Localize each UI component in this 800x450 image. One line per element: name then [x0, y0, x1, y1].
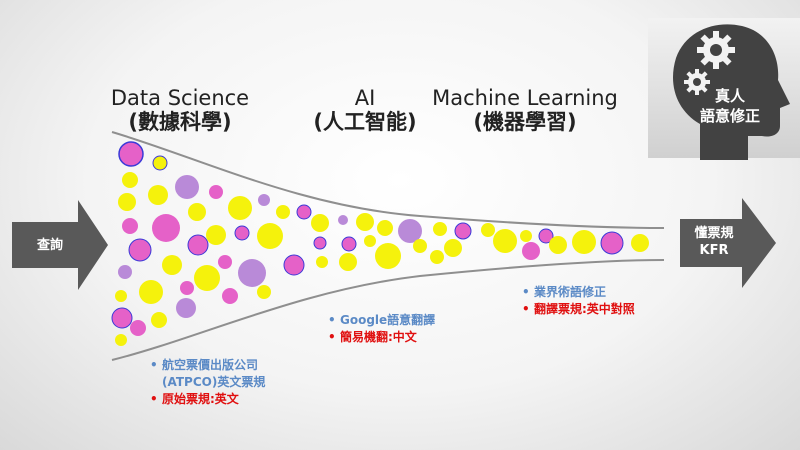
human-line2: 語意修正 [699, 107, 760, 125]
output-arrow-label: 懂票規 KFR [684, 225, 744, 259]
note-middle: •Google語意翻譯 •簡易機翻:中文 [328, 313, 436, 344]
note-right: •業界術語修正 •翻譯票規:英中對照 [522, 285, 635, 316]
note-left: •航空票價出版公司 (ATPCO)英文票規 •原始票規:英文 [150, 358, 266, 406]
stage-zh-label: (機器學習) [473, 110, 577, 134]
note-left-blue-1: 航空票價出版公司 [162, 358, 259, 372]
note-left-red: 原始票規:英文 [162, 392, 239, 406]
stage-title-data-science: Data Science (數據科學) [105, 86, 255, 134]
stage-title-ai: AI (人工智能) [295, 86, 435, 134]
note-left-blue-2: (ATPCO)英文票規 [162, 375, 266, 389]
output-arrow [680, 198, 776, 288]
head-gears-icon [673, 24, 790, 160]
output-line2: KFR [699, 243, 729, 258]
note-middle-red: 簡易機翻:中文 [340, 330, 417, 344]
note-middle-blue: Google語意翻譯 [340, 313, 436, 327]
stage-zh-label: (數據科學) [128, 110, 232, 134]
data-dots [111, 141, 649, 346]
output-line1: 懂票規 [694, 226, 734, 241]
input-arrow-label: 查詢 [36, 238, 63, 253]
stage-title-machine-learning: Machine Learning (機器學習) [430, 86, 620, 134]
stage-zh-label: (人工智能) [313, 110, 417, 134]
note-right-red: 翻譯票規:英中對照 [534, 302, 635, 316]
stage-en-label: Machine Learning [432, 86, 618, 110]
funnel-bottom-edge [111, 259, 665, 361]
human-correction-label: 真人 語意修正 [690, 86, 770, 126]
input-arrow [12, 200, 108, 290]
stage-en-label: AI [354, 86, 376, 110]
note-right-blue: 業界術語修正 [534, 285, 607, 299]
human-line1: 真人 [714, 87, 745, 105]
funnel-top-edge [111, 131, 665, 229]
stage-en-label: Data Science [110, 86, 250, 110]
